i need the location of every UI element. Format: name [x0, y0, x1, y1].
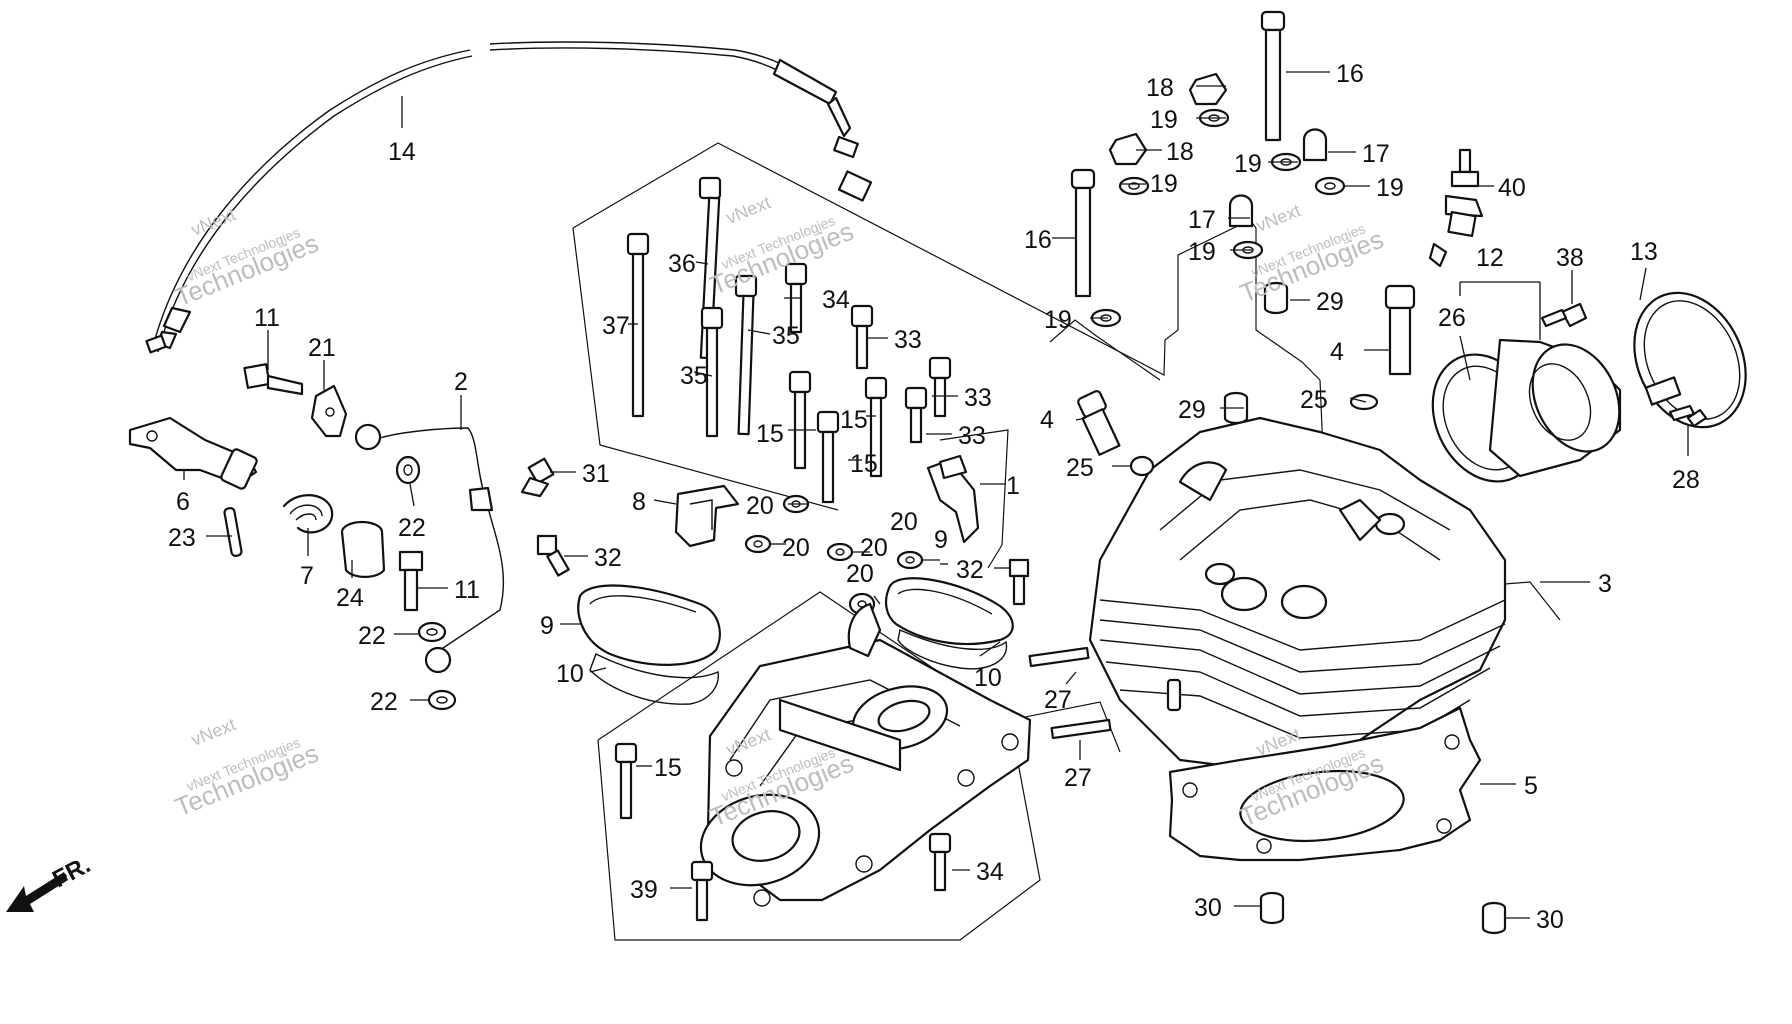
callout-8: 8: [632, 488, 646, 516]
callout-labels: 14 11 21 2 6 23 7 24 22 11 22 22 31 32 8…: [168, 60, 1700, 934]
callout-11: 11: [454, 576, 480, 604]
callout-14: 14: [388, 138, 416, 166]
callout-38: 38: [1556, 244, 1584, 272]
callout-11: 11: [254, 304, 280, 332]
callout-30: 30: [1536, 906, 1564, 934]
callout-24: 24: [336, 584, 364, 612]
callout-10: 10: [556, 660, 584, 688]
callout-32: 32: [956, 556, 984, 584]
callout-23: 23: [168, 524, 196, 552]
callout-20: 20: [890, 508, 918, 536]
callout-30: 30: [1194, 894, 1222, 922]
left-small-parts: [128, 363, 570, 711]
callout-28: 28: [1672, 466, 1700, 494]
callout-4: 4: [1040, 406, 1054, 434]
callout-27: 27: [1044, 686, 1072, 714]
callout-15: 15: [756, 420, 784, 448]
callout-34: 34: [822, 286, 850, 314]
svg-text:vNext: vNext: [188, 714, 238, 750]
throttle-cable: [145, 41, 873, 354]
callout-32: 32: [594, 544, 622, 572]
callout-31: 31: [582, 460, 610, 488]
center-covers: [577, 454, 1030, 705]
callout-22: 22: [398, 514, 426, 542]
callout-26: 26: [1438, 304, 1466, 332]
front-direction-indicator: FR.: [6, 851, 95, 912]
callout-33: 33: [894, 326, 922, 354]
callout-34: 34: [976, 858, 1004, 886]
svg-text:vNext: vNext: [723, 192, 773, 228]
callout-12: 12: [1476, 244, 1504, 272]
cover-bolts: [626, 176, 952, 504]
callout-19: 19: [1234, 150, 1262, 178]
callout-40: 40: [1498, 174, 1526, 202]
callout-17: 17: [1362, 140, 1390, 168]
callout-25: 25: [1066, 454, 1094, 482]
callout-19: 19: [1150, 106, 1178, 134]
callout-2: 2: [454, 368, 468, 396]
callout-33: 33: [964, 384, 992, 412]
callout-19: 19: [1376, 174, 1404, 202]
callout-18: 18: [1146, 74, 1174, 102]
callout-20: 20: [782, 534, 810, 562]
callout-22: 22: [358, 622, 386, 650]
callout-22: 22: [370, 688, 398, 716]
watermark: vNext vNext Technologies Technologies: [171, 204, 323, 312]
callout-1: 1: [1006, 472, 1020, 500]
callout-20: 20: [846, 560, 874, 588]
callout-10: 10: [974, 664, 1002, 692]
callout-25: 25: [1300, 386, 1328, 414]
dowels: [1223, 281, 1507, 935]
callout-4: 4: [1330, 338, 1344, 366]
callout-21: 21: [308, 334, 336, 362]
callout-15: 15: [850, 450, 878, 478]
spark-plug: [1428, 148, 1484, 268]
callout-18: 18: [1166, 138, 1194, 166]
callout-13: 13: [1630, 238, 1658, 266]
callout-3: 3: [1598, 570, 1612, 598]
callout-15: 15: [654, 754, 682, 782]
callout-19: 19: [1188, 238, 1216, 266]
callout-5: 5: [1524, 772, 1538, 800]
callout-17: 17: [1188, 206, 1216, 234]
callout-19: 19: [1044, 306, 1072, 334]
callout-33: 33: [958, 422, 986, 450]
callout-36: 36: [668, 250, 696, 278]
leader-lines: [183, 71, 1689, 919]
callout-19: 19: [1150, 170, 1178, 198]
studs: [1028, 646, 1112, 740]
callout-7: 7: [300, 562, 314, 590]
callout-9: 9: [540, 612, 554, 640]
camshaft-holder: [614, 602, 1032, 922]
callout-39: 39: [630, 876, 658, 904]
callout-37: 37: [602, 312, 630, 340]
svg-text:vNext: vNext: [1253, 200, 1303, 236]
callout-15: 15: [840, 406, 868, 434]
callout-6: 6: [176, 488, 190, 516]
callout-9: 9: [934, 526, 948, 554]
callout-20: 20: [860, 534, 888, 562]
carb-insulator: [1431, 291, 1747, 483]
callout-35: 35: [680, 362, 708, 390]
cylinder-head: [1088, 416, 1507, 772]
callout-29: 29: [1316, 288, 1344, 316]
callout-35: 35: [772, 322, 800, 350]
watermark: vNext vNext Technologies Technologies: [171, 714, 323, 822]
callout-16: 16: [1024, 226, 1052, 254]
callout-20: 20: [746, 492, 774, 520]
head-gasket: [1168, 706, 1482, 862]
valve-guides: [1077, 284, 1416, 477]
callout-27: 27: [1064, 764, 1092, 792]
callout-16: 16: [1336, 60, 1364, 88]
callout-29: 29: [1178, 396, 1206, 424]
